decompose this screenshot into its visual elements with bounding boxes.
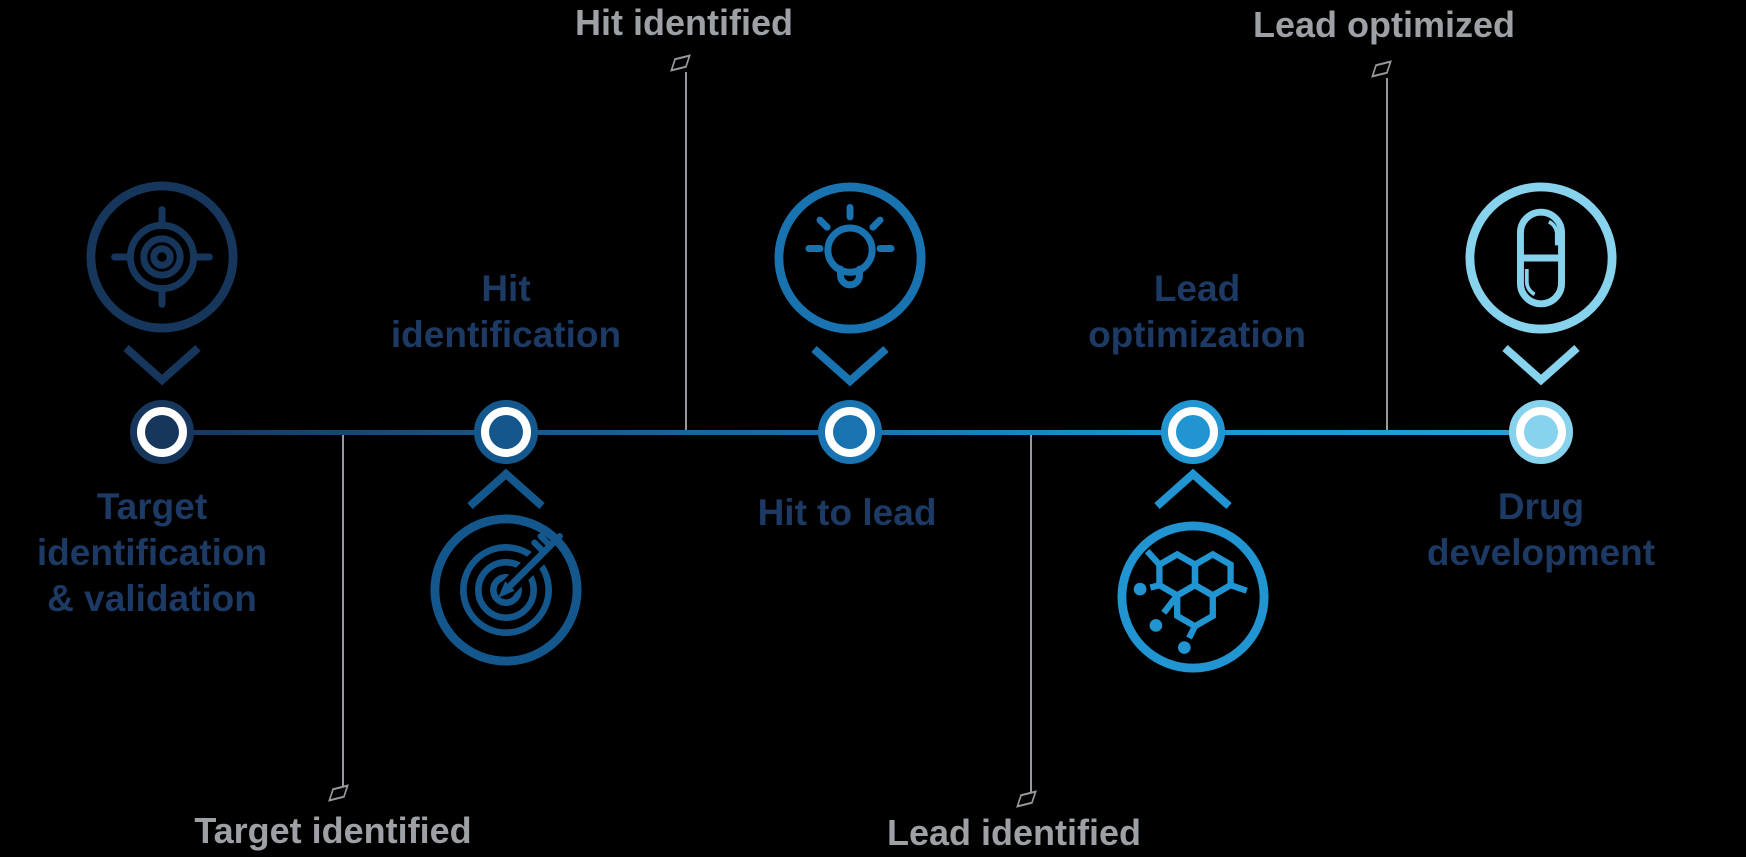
stage-label-line: Hit to lead bbox=[757, 492, 937, 533]
flag-marker-icon bbox=[328, 784, 349, 802]
stage-label-line: identification bbox=[390, 314, 622, 355]
node-dot bbox=[145, 415, 179, 449]
milestone-label-hit-identified: Hit identified bbox=[575, 2, 793, 43]
milestone-label-lead-identified: Lead identified bbox=[886, 812, 1142, 853]
timeline-node-hit-identification bbox=[474, 400, 538, 464]
callout-line-hit-identified bbox=[685, 72, 687, 430]
chevron-down-icon bbox=[811, 346, 889, 387]
flag-marker-icon bbox=[670, 54, 691, 72]
flag-marker-icon bbox=[1371, 60, 1392, 78]
timeline-node-hit-to-lead bbox=[818, 400, 882, 464]
target-crosshair-icon bbox=[86, 181, 238, 333]
callout-line-lead-optimized bbox=[1386, 78, 1388, 430]
milestone-label-lead-optimized: Lead optimized bbox=[1252, 4, 1516, 45]
milestone-label-target-identified: Target identified bbox=[194, 810, 472, 851]
chevron-up-icon bbox=[467, 468, 545, 509]
timeline-segment-1 bbox=[162, 430, 506, 435]
node-dot bbox=[1524, 415, 1558, 449]
timeline-node-target-identification bbox=[130, 400, 194, 464]
stage-label-hit-to-lead: Hit to lead bbox=[758, 490, 937, 536]
timeline-segment-4 bbox=[1193, 430, 1541, 435]
timeline-node-drug-development bbox=[1509, 400, 1573, 464]
stage-label-line: identification bbox=[36, 532, 268, 573]
stage-label-line: development bbox=[1426, 532, 1656, 573]
molecule-icon bbox=[1117, 521, 1269, 673]
node-dot bbox=[833, 415, 867, 449]
capsule-pill-icon bbox=[1465, 182, 1617, 334]
chevron-up-icon bbox=[1154, 468, 1232, 509]
lightbulb-icon bbox=[774, 182, 926, 334]
callout-line-target-identified bbox=[342, 435, 344, 786]
stage-label-line: & validation bbox=[47, 578, 257, 619]
node-dot bbox=[1176, 415, 1210, 449]
callout-line-lead-identified bbox=[1030, 435, 1032, 792]
timeline-segment-2 bbox=[506, 430, 850, 435]
timeline-segment-3 bbox=[850, 430, 1193, 435]
stage-label-line: Lead bbox=[1153, 268, 1241, 309]
stage-label-line: Drug bbox=[1497, 486, 1585, 527]
stage-label-line: Target bbox=[96, 486, 208, 527]
dartboard-arrow-icon bbox=[430, 514, 582, 666]
stage-label-target-identification: Target identification & validation bbox=[37, 484, 267, 622]
stage-label-line: optimization bbox=[1088, 314, 1306, 355]
stage-label-lead-optimization: Lead optimization bbox=[1088, 266, 1306, 358]
node-dot bbox=[489, 415, 523, 449]
stage-label-hit-identification: Hit identification bbox=[391, 266, 621, 358]
stage-label-line: Hit bbox=[481, 268, 531, 309]
flag-marker-icon bbox=[1016, 790, 1037, 808]
chevron-down-icon bbox=[123, 345, 201, 386]
chevron-down-icon bbox=[1502, 345, 1580, 386]
stage-label-drug-development: Drug development bbox=[1427, 484, 1655, 576]
timeline-node-lead-optimization bbox=[1161, 400, 1225, 464]
